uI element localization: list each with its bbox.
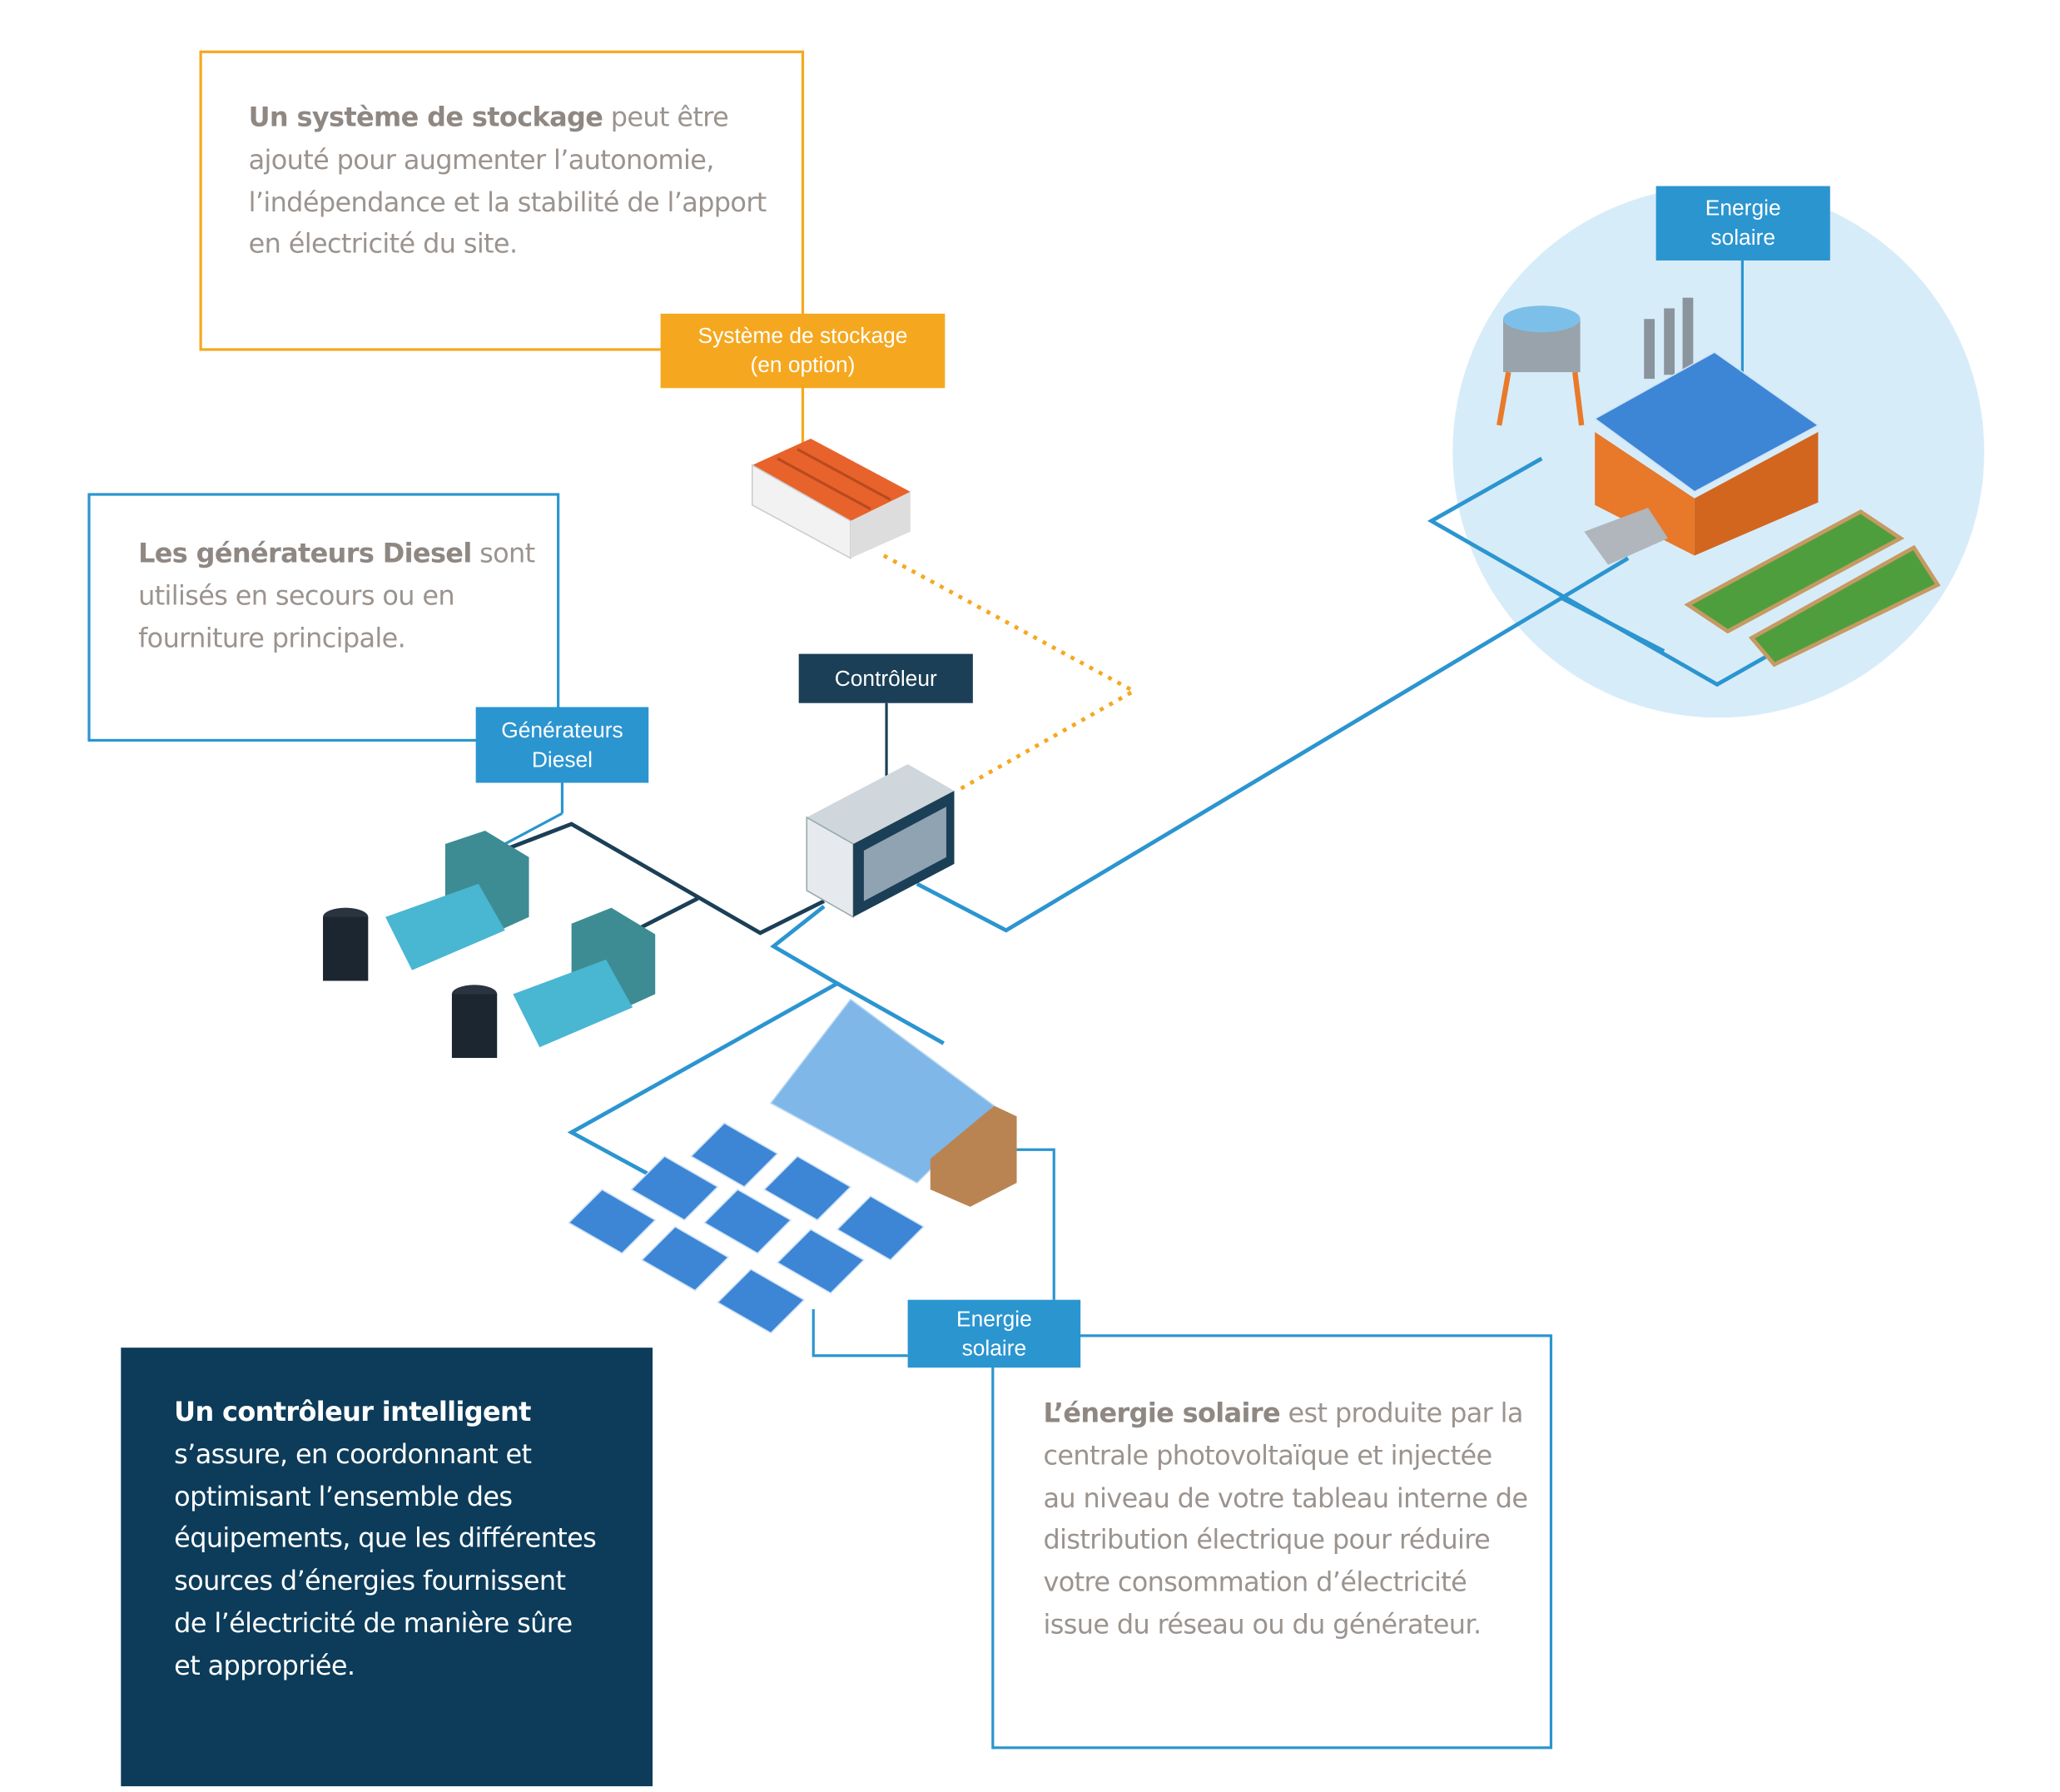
- diesel-tag-line1: Générateurs: [501, 718, 623, 742]
- solar-tag-line2: solaire: [961, 1336, 1027, 1361]
- diesel-connector: [501, 812, 563, 846]
- site-line: [916, 556, 1630, 933]
- storage-description-text: peut être ajouté pour augmenter l’autono…: [248, 101, 767, 260]
- diesel-tag-line2: Diesel: [531, 747, 593, 772]
- controller-tag: Contrôleur: [798, 653, 973, 703]
- controller-description-text: s’assure, en coordonnant et optimisant l…: [174, 1437, 597, 1681]
- storage-description-bold: Un système de stockage: [248, 101, 603, 133]
- controller-description-bold: Un contrôleur intelligent: [174, 1395, 531, 1427]
- solar-tag: Energie solaire: [907, 1299, 1081, 1368]
- diesel-description-bold: Les générateurs Diesel: [138, 537, 472, 569]
- storage-box-border: [199, 50, 805, 351]
- diesel-box-border: [87, 493, 560, 742]
- controller-description: Un contrôleur intelligent s’assure, en c…: [121, 1348, 653, 1787]
- site-solar-tag-line2: solaire: [1710, 226, 1776, 251]
- site-solar-tag-line1: Energie: [1705, 196, 1781, 221]
- storage-tag-line2: (en option): [750, 353, 856, 378]
- factory-icon: [1497, 297, 1941, 668]
- diesel-line: [501, 822, 826, 936]
- controller-tag-label: Contrôleur: [834, 666, 937, 691]
- solar-description: L’énergie solaire est produite par la ce…: [1043, 1392, 1528, 1646]
- battery-icon: [751, 438, 911, 559]
- diesel-description-text: sont utilisés en secours ou en fournitur…: [138, 537, 535, 653]
- solar-tag-line1: Energie: [956, 1307, 1032, 1332]
- controller-icon: [806, 764, 955, 919]
- solar-farm-icon: [568, 998, 1017, 1334]
- diesel-tag: Générateurs Diesel: [475, 707, 649, 783]
- diesel-description: Les générateurs Diesel sont utilisés en …: [138, 533, 537, 659]
- solar-description-text: est produite par la centrale photovoltaï…: [1043, 1397, 1528, 1641]
- storage-tag-line1: Système de stockage: [697, 324, 908, 349]
- storage-description: Un système de stockage peut être ajouté …: [249, 97, 781, 266]
- diesel-generator-icon: [323, 831, 656, 1059]
- solar-box-border: [991, 1334, 1553, 1750]
- storage-tag: Système de stockage (en option): [660, 313, 946, 389]
- solar-description-bold: L’énergie solaire: [1043, 1397, 1280, 1429]
- site-solar-tag: Energie solaire: [1655, 186, 1830, 261]
